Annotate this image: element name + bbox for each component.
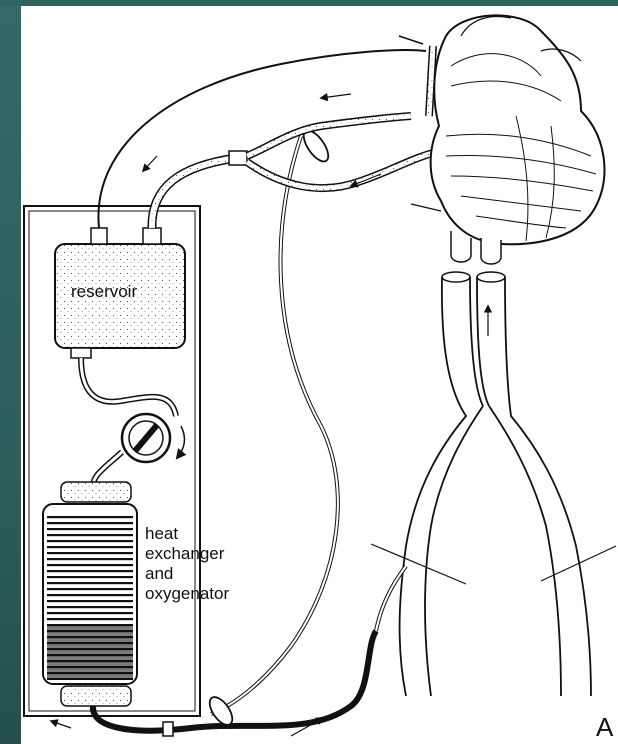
svg-text:exchanger: exchanger bbox=[145, 544, 225, 563]
vent-line bbox=[98, 50, 426, 228]
flow-arrow-lower-left bbox=[51, 721, 71, 728]
svg-text:and: and bbox=[145, 564, 173, 583]
diagram-canvas: reservoir heat exchanger and oxygenator bbox=[21, 6, 618, 744]
y-connector bbox=[229, 151, 247, 165]
svg-text:oxygenator: oxygenator bbox=[145, 584, 229, 603]
aorta-and-iliac-arteries bbox=[371, 272, 616, 696]
panel-letter: A bbox=[596, 712, 614, 742]
ivc-cannula-line bbox=[247, 151, 441, 188]
heat-exchanger-oxygenator bbox=[43, 482, 137, 706]
heart-illustration bbox=[411, 15, 604, 264]
venous-drainage-line bbox=[211, 136, 338, 714]
flow-arrow-left-line bbox=[143, 156, 157, 171]
reservoir-label: reservoir bbox=[71, 282, 137, 301]
bypass-circuit-diagram: reservoir heat exchanger and oxygenator bbox=[21, 6, 618, 744]
slide-left-accent-bar bbox=[0, 0, 21, 744]
flow-arrow-top bbox=[321, 94, 351, 98]
svg-text:heat: heat bbox=[145, 524, 178, 543]
svc-cannula-line bbox=[247, 116, 411, 156]
bottom-cannula-connector bbox=[205, 693, 236, 728]
